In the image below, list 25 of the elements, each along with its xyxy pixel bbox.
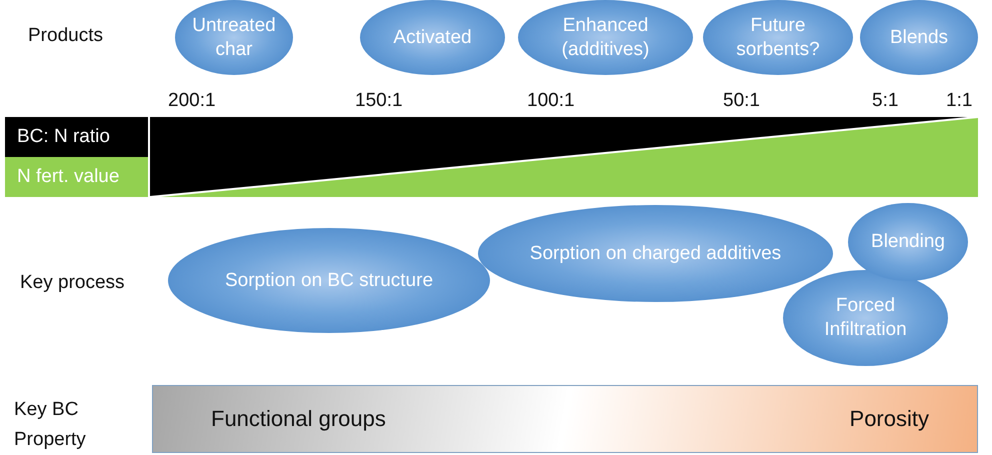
ratio-label: 5:1	[872, 90, 898, 112]
row-label: Key BC Property	[14, 398, 87, 452]
ellipse-label: Untreated char	[191, 14, 277, 62]
ratio-label: 200:1	[168, 90, 216, 112]
ellipse-label: Enhanced (additives)	[560, 14, 650, 62]
ellipse-label: Sorption on charged additives	[530, 242, 782, 266]
ratio-label: 50:1	[723, 90, 760, 112]
ratio-label: 1:1	[946, 90, 972, 112]
row-label: Products	[28, 25, 103, 47]
ratio-bar	[5, 117, 148, 157]
ratio-label: 100:1	[527, 90, 575, 112]
ellipse-label: Future sorbents?	[735, 14, 821, 62]
ellipse-label: Blends	[890, 26, 948, 50]
row-label: N fert. value	[17, 166, 120, 188]
ellipse-label: Activated	[393, 26, 472, 50]
row-label: BC: N ratio	[17, 126, 110, 148]
fertilizer-bar	[5, 157, 148, 197]
property-label: Functional groups	[211, 406, 386, 432]
ellipse-label: Sorption on BC structure	[224, 268, 434, 292]
property-band	[152, 385, 978, 453]
property-label: Porosity	[850, 406, 929, 432]
ratio-label: 150:1	[355, 90, 403, 112]
ellipse-label: Blending	[871, 230, 945, 254]
ellipse-label: Forced Infiltration	[823, 294, 908, 342]
row-label: Key process	[20, 272, 125, 294]
